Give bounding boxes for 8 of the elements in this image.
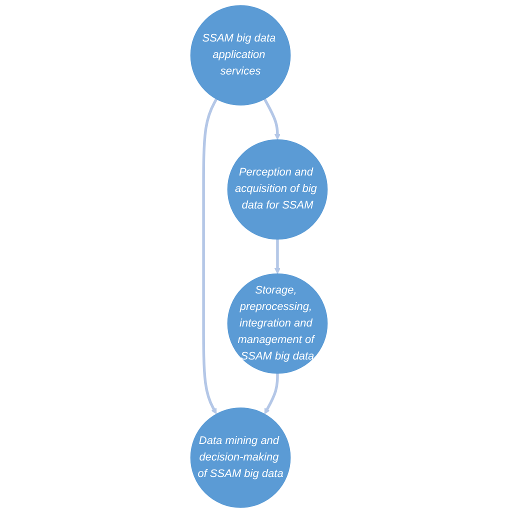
node-circle: Data mining and decision-making of SSAM big data	[190, 407, 291, 508]
arrow	[263, 98, 280, 140]
arrow	[202, 98, 218, 414]
arrow	[264, 373, 279, 414]
arrow	[274, 239, 280, 274]
node-circle: Storage, preprocessing, integration and management of SSAM big data	[227, 273, 328, 374]
node-circle: SSAM big data application services	[190, 5, 291, 106]
node-circle: Perception and acquisition of big data for SSAM	[227, 139, 328, 240]
